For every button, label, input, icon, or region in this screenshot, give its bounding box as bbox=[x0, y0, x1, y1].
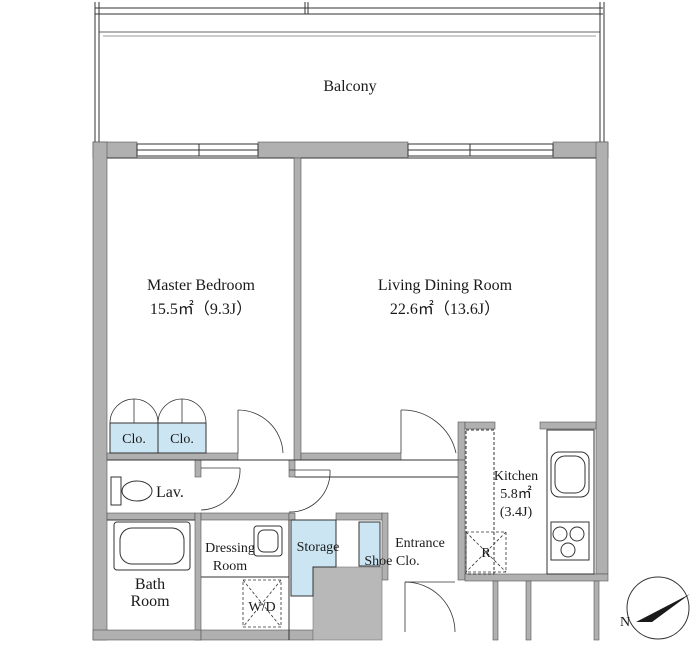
refrigerator-area bbox=[465, 531, 507, 573]
storage-area bbox=[290, 519, 337, 597]
bath-room-label-2: Room bbox=[130, 593, 170, 610]
compass: N bbox=[620, 576, 690, 640]
doors bbox=[200, 409, 457, 633]
shoe-closet-label: Shoe Clo. bbox=[364, 554, 419, 569]
washer-area bbox=[242, 579, 282, 628]
dressing-room-label-2: Room bbox=[213, 559, 247, 574]
storage-label: Storage bbox=[297, 540, 340, 555]
kitchen-counter bbox=[465, 429, 595, 575]
master-bedroom-area: 15.5㎡（9.3J） bbox=[150, 300, 252, 318]
kitchen-label: Kitchen bbox=[494, 469, 538, 484]
north-label: N bbox=[620, 615, 630, 630]
shoe-closet-area bbox=[358, 521, 381, 567]
washer-label: W/D bbox=[248, 600, 275, 615]
toilet-icon bbox=[110, 476, 153, 506]
kitchen-area-j: (3.4J) bbox=[500, 505, 533, 520]
closet-right-label: Clo. bbox=[170, 432, 194, 447]
bathtub-icon bbox=[113, 521, 191, 571]
refrigerator-label: R bbox=[481, 546, 491, 561]
balcony-label: Balcony bbox=[323, 78, 376, 95]
entrance-label: Entrance bbox=[395, 536, 445, 551]
interior-lines bbox=[107, 157, 596, 640]
master-bedroom-label: Master Bedroom bbox=[147, 277, 256, 294]
living-dining-area: 22.6㎡（13.6J） bbox=[390, 300, 500, 318]
kitchen-area: 5.8㎡ bbox=[500, 486, 532, 502]
closet-left-label: Clo. bbox=[122, 432, 146, 447]
sliding-windows bbox=[136, 143, 554, 157]
structural-column bbox=[312, 566, 383, 641]
living-dining-label: Living Dining Room bbox=[378, 277, 513, 294]
balcony bbox=[94, 2, 605, 142]
walls bbox=[92, 141, 609, 641]
dressing-room-label-1: Dressing bbox=[205, 541, 255, 556]
closets bbox=[109, 398, 207, 454]
lavatory-label: Lav. bbox=[156, 484, 184, 501]
bath-room-label-1: Bath bbox=[135, 576, 165, 593]
washbasin-icon bbox=[253, 525, 283, 557]
